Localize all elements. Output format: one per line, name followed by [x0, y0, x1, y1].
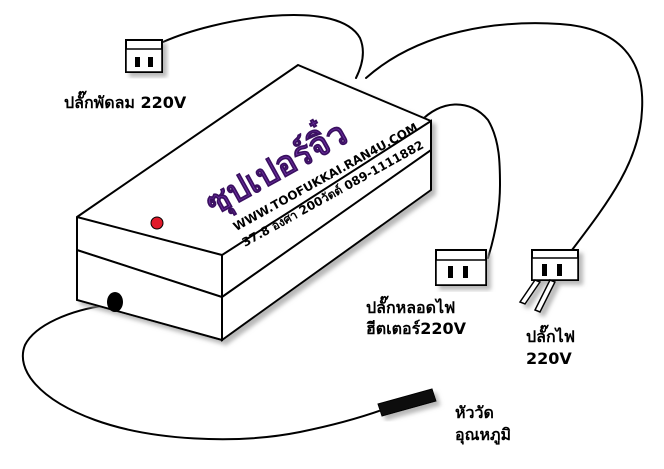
sensor-port: [107, 292, 123, 312]
power-plug-slot-left: [542, 264, 547, 276]
heater-socket-slot-left: [448, 266, 453, 278]
indicator-led: [150, 216, 164, 230]
power-plug-face: [531, 257, 579, 281]
heater-socket-slot-right: [463, 266, 468, 278]
power-plug-pin-left: [518, 279, 542, 305]
controller-box: [76, 63, 432, 342]
fan-socket-slot-right: [148, 57, 153, 67]
power-plug-slot-right: [557, 264, 562, 276]
temperature-probe: [377, 388, 437, 417]
heater-plug-label-line2: ฮีตเตอร์220V: [366, 319, 467, 338]
sensor-label-line2: อุณหภูมิ: [455, 425, 511, 446]
cables: [21, 13, 644, 441]
power-plug: [518, 249, 579, 313]
box-top-edge: [76, 216, 223, 256]
power-plug-label-line1: ปลั๊กไฟ: [526, 324, 575, 346]
fan-plug-label: ปลั๊กพัดลม 220V: [64, 90, 187, 112]
fan-socket-slot-left: [135, 57, 140, 67]
fan-cable: [162, 13, 364, 79]
heater-cable: [419, 103, 502, 259]
fan-socket-face: [125, 48, 163, 73]
heater-plug-label-line1: ปลั๊กหลอดไฟ: [366, 295, 455, 317]
heater-socket-face: [435, 259, 487, 286]
sensor-label-line1: หัววัด: [455, 403, 494, 422]
heater-socket: [435, 249, 487, 286]
sensor-cable: [21, 304, 383, 441]
fan-socket: [125, 39, 163, 73]
power-plug-pin-right: [533, 279, 557, 313]
power-cable: [365, 22, 644, 251]
temperature-probe-body: [377, 388, 437, 417]
power-plug-label-line2: 220V: [526, 349, 572, 368]
box-bottom-side: [221, 148, 432, 342]
